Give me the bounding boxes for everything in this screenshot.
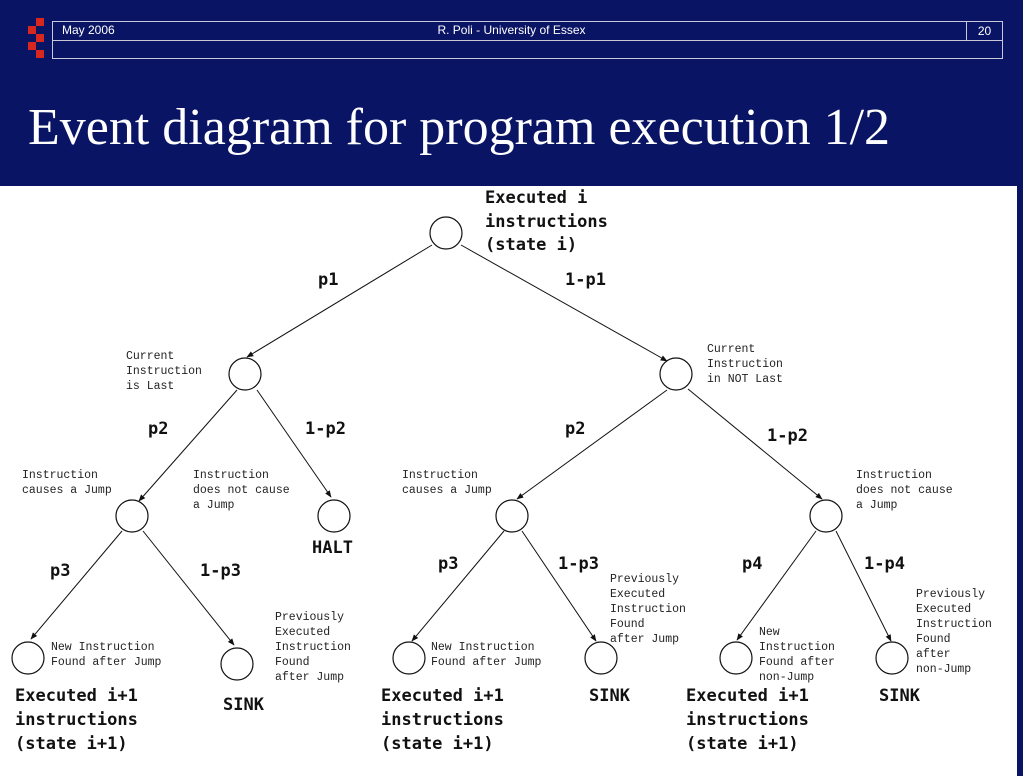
edge-jump1-left (30, 530, 123, 640)
note-current-last: Current Instruction is Last (126, 350, 209, 393)
header-center-text: R. Poli - University of Essex (437, 23, 586, 37)
header-date: May 2006 (62, 23, 115, 37)
slide-title: Event diagram for program execution 1/2 (28, 99, 891, 156)
node-found-2 (392, 641, 426, 675)
edge-notlast-left (516, 389, 668, 500)
slide-header (0, 0, 1023, 186)
note-no-jump-2: Instruction does not cause a Jump (856, 469, 960, 512)
header-bar-lower (52, 41, 1003, 59)
page-number: 20 (966, 21, 1003, 41)
note-found-after-jump-2: New Instruction Found after Jump (431, 641, 542, 669)
note-no-jump-1: Instruction does not cause a Jump (193, 469, 297, 512)
note-causes-jump-1: Instruction causes a Jump (22, 469, 112, 497)
logo-icon (28, 18, 44, 58)
edge-nojump-left (736, 530, 817, 641)
edge-notlast-right (687, 388, 823, 500)
outcome-halt: HALT (312, 538, 353, 558)
node-jump-1 (115, 499, 149, 533)
outcome-sink-1: SINK (223, 695, 265, 715)
prob-label: p3 (50, 561, 70, 581)
event-diagram: Executed i instructions (state i) p1 1-p… (11, 188, 999, 754)
node-found-1 (11, 641, 45, 675)
edge-jump2-right (521, 530, 597, 642)
node-last (228, 357, 262, 391)
note-current-not-last: Current Instruction in NOT Last (707, 343, 790, 386)
prob-label: p2 (148, 419, 168, 439)
prob-label: 1-p4 (864, 554, 905, 574)
node-root (429, 216, 463, 250)
edge-root-right (460, 244, 668, 362)
node-found-3 (719, 641, 753, 675)
prob-label: p2 (565, 419, 585, 439)
root-label: Executed i instructions (state i) (485, 188, 618, 255)
prob-label: 1-p3 (200, 561, 241, 581)
node-sink-2 (584, 641, 618, 675)
prob-label: p3 (438, 554, 458, 574)
outcome-executed-1: Executed i+1 instructions (state i+1) (15, 686, 148, 754)
prob-label: 1-p2 (767, 426, 808, 446)
node-halt (317, 499, 351, 533)
node-sink-1 (220, 647, 254, 681)
edge-jump1-right (142, 530, 235, 646)
outcome-sink-2: SINK (589, 686, 631, 706)
note-previously-executed-3: Previously Executed Instruction Found af… (916, 588, 999, 676)
prob-label: 1-p2 (305, 419, 346, 439)
prob-label: 1-p1 (565, 270, 606, 290)
node-jump-2 (495, 499, 529, 533)
note-found-after-jump-1: New Instruction Found after Jump (51, 641, 162, 669)
edge-last-right (256, 389, 332, 498)
edge-nojump-right (835, 530, 892, 642)
edge-jump2-left (411, 530, 505, 642)
outcome-sink-3: SINK (879, 686, 921, 706)
note-previously-executed-1: Previously Executed Instruction Found af… (275, 611, 358, 684)
edge-last-left (138, 389, 238, 502)
prob-label: 1-p3 (558, 554, 599, 574)
edge-root-left (246, 244, 433, 358)
node-not-last (659, 357, 693, 391)
outcome-executed-2: Executed i+1 instructions (state i+1) (381, 686, 514, 754)
prob-label: p1 (318, 270, 338, 290)
outcome-executed-3: Executed i+1 instructions (state i+1) (686, 686, 819, 754)
prob-label: p4 (742, 554, 762, 574)
note-found-after-non-jump: New Instruction Found after non-Jump (759, 626, 842, 684)
note-causes-jump-2: Instruction causes a Jump (402, 469, 492, 497)
node-no-jump-2 (809, 499, 843, 533)
note-previously-executed-2: Previously Executed Instruction Found af… (610, 573, 693, 646)
node-sink-3 (875, 641, 909, 675)
right-border (1017, 186, 1023, 776)
